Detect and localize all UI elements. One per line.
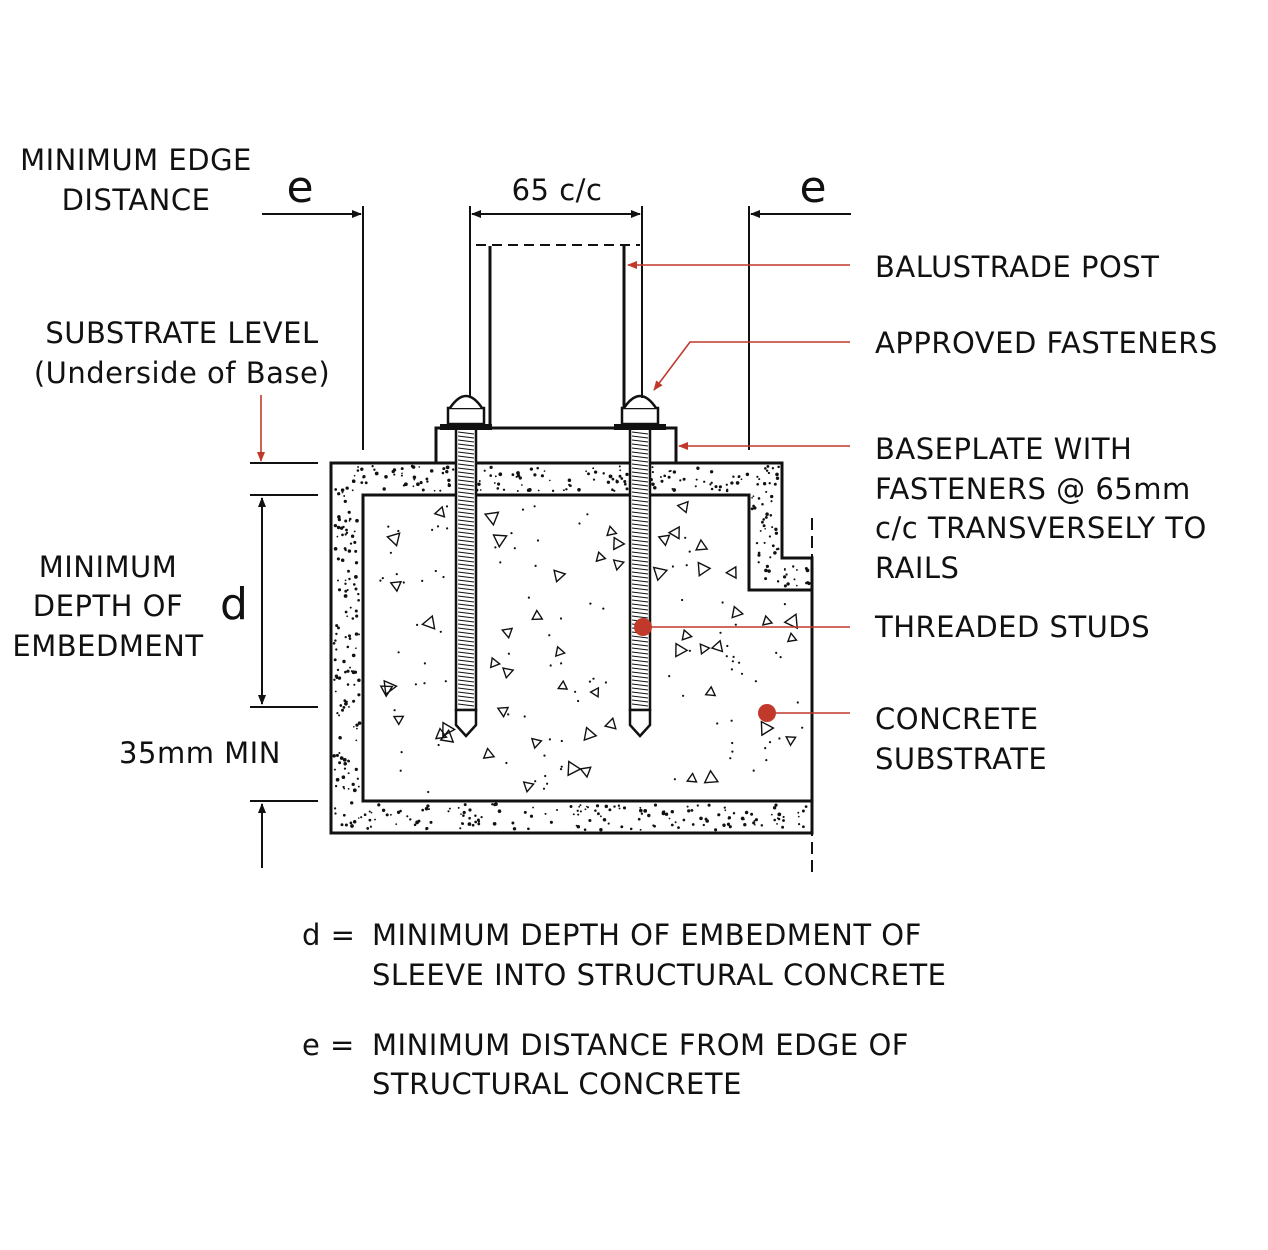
min-depth-line1: MINIMUM xyxy=(39,550,178,584)
note-e-prefix: e = xyxy=(302,1028,355,1062)
baseplate-label-line2: FASTENERS @ 65mm xyxy=(875,472,1191,506)
concrete-substrate-marker xyxy=(758,704,776,722)
concrete-substrate xyxy=(329,461,814,872)
dimension-lines xyxy=(250,206,851,868)
threaded-stud-right xyxy=(614,394,666,738)
min-edge-label-line1: MINIMUM EDGE xyxy=(20,143,252,177)
threaded-studs-marker xyxy=(634,618,652,636)
threaded-stud-left xyxy=(440,394,492,738)
substrate-level-line1: SUBSTRATE LEVEL xyxy=(45,316,318,350)
d-symbol: d xyxy=(220,579,248,630)
baseplate-label-line1: BASEPLATE WITH xyxy=(875,432,1132,466)
min-depth-line3: EMBEDMENT xyxy=(12,629,203,663)
min-35mm-label: 35mm MIN xyxy=(119,736,281,770)
baseplate-label-line4: RAILS xyxy=(875,551,959,585)
substrate-level-line2: (Underside of Base) xyxy=(34,356,330,390)
threaded-studs-label: THREADED STUDS xyxy=(874,610,1150,644)
note-d-prefix: d = xyxy=(302,918,355,952)
min-edge-label-line2: DISTANCE xyxy=(62,183,211,217)
center-spacing-label: 65 c/c xyxy=(512,173,603,207)
aggregate-texture xyxy=(379,500,804,794)
leader-lines xyxy=(257,261,850,714)
concrete-substrate-line2: SUBSTRATE xyxy=(875,742,1047,776)
note-e-line1: MINIMUM DISTANCE FROM EDGE OF xyxy=(372,1028,909,1062)
balustrade-post-label: BALUSTRADE POST xyxy=(875,250,1159,284)
concrete-substrate-line1: CONCRETE xyxy=(875,702,1039,736)
balustrade-post xyxy=(476,244,640,428)
baseplate-label-line3: c/c TRANSVERSELY TO xyxy=(875,511,1207,545)
note-e-line2: STRUCTURAL CONCRETE xyxy=(372,1067,742,1101)
min-depth-line2: DEPTH OF xyxy=(33,589,183,623)
note-d-line2: SLEEVE INTO STRUCTURAL CONCRETE xyxy=(372,958,947,992)
e-left-symbol: e xyxy=(286,162,313,213)
note-d-line1: MINIMUM DEPTH OF EMBEDMENT OF xyxy=(372,918,922,952)
approved-fasteners-label: APPROVED FASTENERS xyxy=(875,326,1218,360)
structural-concrete-outline xyxy=(361,493,814,803)
e-right-symbol: e xyxy=(799,162,826,213)
